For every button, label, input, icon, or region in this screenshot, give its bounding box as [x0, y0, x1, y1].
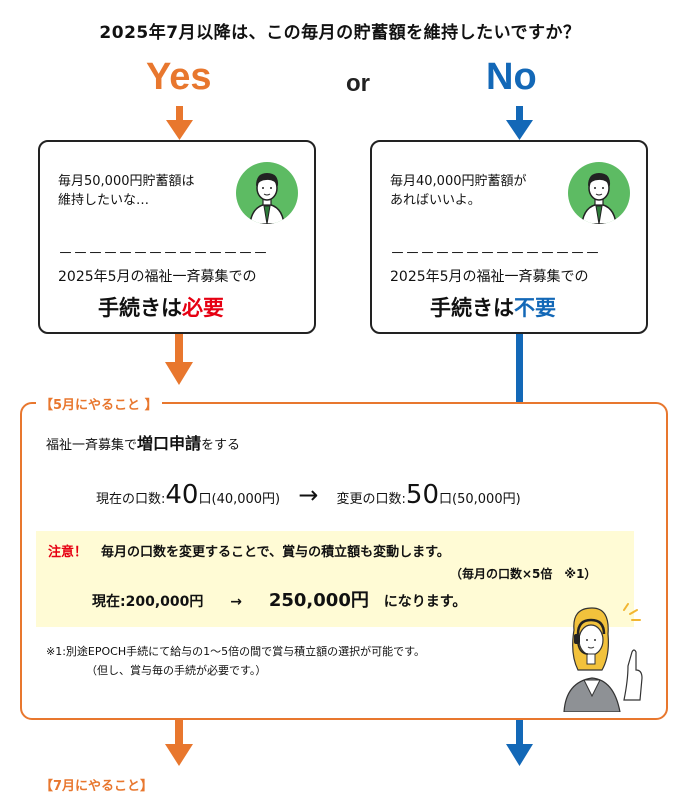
footnote-line2: （但し、賞与毎の手続が必要です。） — [86, 664, 267, 677]
yes-middle-arrow-icon — [165, 334, 193, 385]
man-avatar-icon — [568, 162, 630, 224]
footnote-line1: ※1:別途EPOCH手続にて給与の1～5倍の間で賞与積立額の選択が可能です。 — [46, 645, 426, 658]
may-instruction: 福祉一斉募集で増口申請をする — [46, 430, 240, 454]
bonus-new-amount: 250,000円 — [268, 590, 369, 611]
question-heading: 2025年7月以降は、この毎月の貯蓄額を維持したいですか？ — [99, 23, 581, 43]
bonus-change-row: 現在:200,000円 → 250,000円 になります。 — [92, 586, 466, 612]
current-amount: (40,000円) — [211, 492, 281, 507]
footnote: ※1:別途EPOCH手続にて給与の1～5倍の間で賞与積立額の選択が可能です。 （… — [46, 642, 425, 680]
caution-line: 注意！ 毎月の口数を変更することで、賞与の積立額も変動します。 — [48, 541, 450, 560]
no-procedure: 手続きは不要 — [430, 292, 556, 322]
operator-illustration-icon — [558, 600, 658, 713]
no-speech-line1: 毎月40,000円貯蓄額が — [390, 174, 527, 189]
no-card: 毎月40,000円貯蓄額が あればいいよ。 －－－－－－－－－－－－－－ 202… — [370, 140, 648, 334]
caution-label: 注意！ — [48, 545, 88, 560]
no-speech: 毎月40,000円貯蓄額が あればいいよ。 — [390, 172, 527, 210]
instruction-bold: 増口申請 — [137, 434, 202, 453]
yes-label: Yes — [146, 56, 212, 98]
no-label: No — [486, 56, 537, 98]
instruction-prefix: 福祉一斉募集で — [46, 438, 138, 453]
no-procedure-prefix: 手続きは — [430, 296, 514, 320]
yes-procedure: 手続きは必要 — [98, 292, 224, 322]
no-speech-line2: あればいいよ。 — [390, 193, 481, 208]
changed-units-value: 50 — [405, 480, 440, 510]
no-divider: －－－－－－－－－－－－－－ — [390, 244, 601, 262]
yes-divider: －－－－－－－－－－－－－－ — [58, 244, 269, 262]
yes-bottom-arrow-icon — [165, 718, 193, 766]
yes-note: 2025年5月の福祉一斉募集での — [58, 269, 257, 285]
yes-speech-line1: 毎月50,000円貯蓄額は — [58, 174, 195, 189]
yes-speech: 毎月50,000円貯蓄額は 維持したいな… — [58, 172, 195, 210]
bonus-arrow-icon: → — [230, 594, 242, 610]
caution-text: 毎月の口数を変更することで、賞与の積立額も変動します。 — [101, 545, 450, 560]
yes-procedure-status: 必要 — [182, 296, 224, 320]
man-avatar-icon — [236, 162, 298, 224]
units-change-row: 現在の口数:40口(40,000円) → 変更の口数:50口(50,000円) — [96, 480, 521, 510]
yes-card: 毎月50,000円貯蓄額は 維持したいな… －－－－－－－－－－－－－－ 202… — [38, 140, 316, 334]
bonus-current: 現在:200,000円 — [92, 594, 204, 610]
current-units-value: 40 — [165, 480, 199, 510]
yes-procedure-prefix: 手続きは — [98, 296, 182, 320]
change-arrow-icon: → — [298, 481, 319, 509]
may-panel-title: 【5月にやること 】 — [36, 394, 162, 413]
no-down-arrow-icon — [506, 106, 533, 140]
instruction-suffix: をする — [201, 438, 241, 453]
no-bottom-arrow-icon — [506, 718, 533, 766]
caution-box — [36, 531, 634, 627]
or-label: or — [346, 70, 370, 97]
no-note: 2025年5月の福祉一斉募集での — [390, 269, 589, 285]
bonus-suffix: になります。 — [383, 594, 467, 610]
yes-down-arrow-icon — [166, 106, 193, 140]
changed-amount: (50,000円) — [452, 492, 521, 507]
no-procedure-status: 不要 — [514, 296, 556, 320]
current-units-label: 現在の口数: — [96, 492, 166, 507]
changed-units-suffix: 口 — [439, 492, 453, 507]
caution-formula: （毎月の口数×5倍 ※1） — [450, 567, 597, 581]
july-title: 【7月にやること】 — [40, 779, 154, 794]
changed-units-label: 変更の口数: — [336, 492, 406, 507]
yes-speech-line2: 維持したいな… — [58, 193, 150, 208]
no-middle-line — [516, 334, 523, 404]
current-units-suffix: 口 — [198, 492, 212, 507]
